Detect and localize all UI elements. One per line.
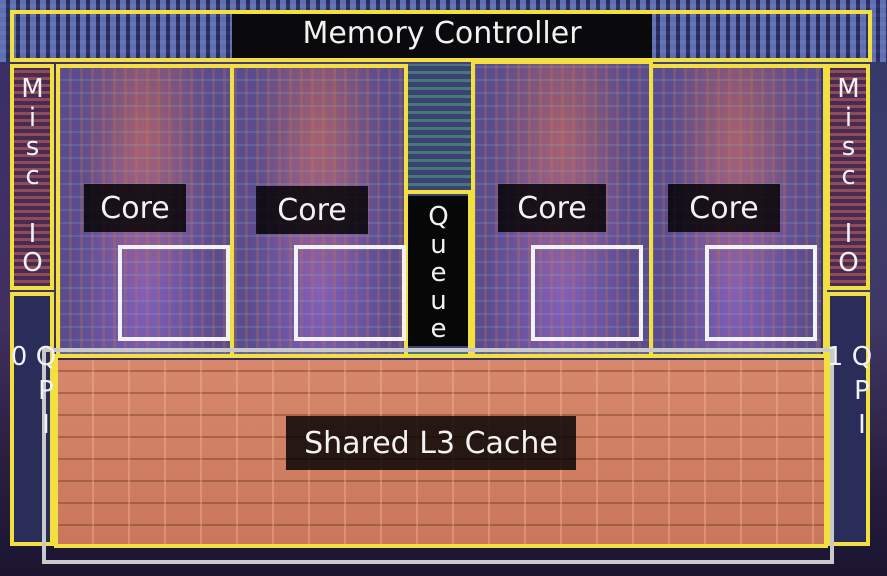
core-1-label: Core bbox=[84, 184, 186, 232]
qpi-1-label-text: QPI 1 bbox=[820, 342, 877, 444]
core-3-label: Core bbox=[498, 184, 606, 232]
shared-l3-cache-label: Shared L3 Cache bbox=[286, 416, 576, 470]
memory-controller-outline bbox=[10, 10, 872, 62]
qpi-region-left bbox=[10, 292, 54, 544]
core-2-label: Core bbox=[256, 186, 368, 234]
qpi-0-label: QPI 0 bbox=[4, 342, 61, 502]
qpi-1-label: QPI 1 bbox=[820, 342, 877, 502]
core-4-label: Core bbox=[668, 184, 780, 232]
misc-io-right-label: Misc IO bbox=[830, 74, 866, 280]
misc-io-left-outline bbox=[10, 64, 54, 290]
qpi-right-outline bbox=[826, 292, 870, 546]
qpi-0-label-text: QPI 0 bbox=[4, 342, 61, 444]
misc-io-region-left bbox=[10, 64, 54, 290]
core-1-cache-box bbox=[118, 245, 230, 341]
l3-cache-yellow-outline bbox=[54, 354, 828, 548]
misc-io-left-label-text: Misc IO bbox=[17, 74, 48, 277]
queue-label-text: Queue bbox=[423, 202, 454, 342]
misc-io-right-outline bbox=[826, 64, 870, 290]
queue-label: Queue bbox=[408, 196, 468, 346]
misc-io-left-label: Misc IO bbox=[14, 74, 50, 280]
misc-io-region-right bbox=[826, 64, 870, 290]
core-2-cache-box bbox=[294, 245, 406, 341]
core-4-cache-box bbox=[705, 245, 817, 341]
l3-cache-outer-outline bbox=[42, 348, 834, 564]
core-3-cache-box bbox=[531, 245, 643, 341]
qpi-left-outline bbox=[10, 292, 54, 546]
memory-controller-label: Memory Controller bbox=[302, 16, 582, 51]
misc-io-right-label-text: Misc IO bbox=[833, 74, 864, 277]
memory-controller-label-backing bbox=[232, 10, 652, 58]
